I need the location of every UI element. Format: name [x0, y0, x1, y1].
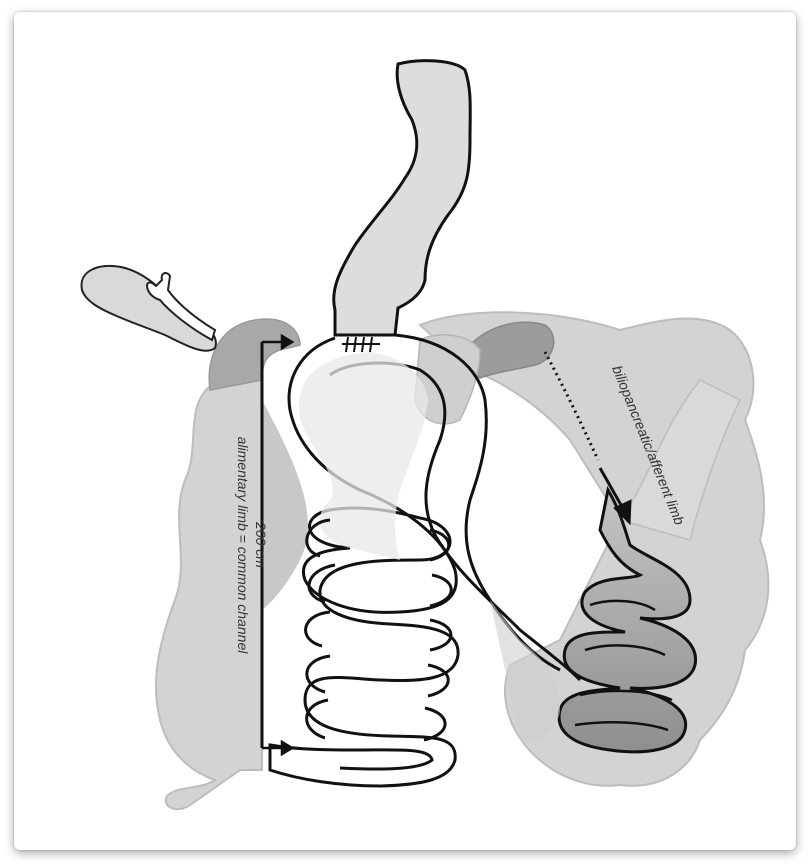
alimentary-limb-length-label: 200 cm	[253, 521, 269, 568]
esophagus-stomach-tube	[334, 61, 471, 335]
duodenum-lower	[262, 400, 308, 610]
duodenum	[209, 319, 300, 390]
alimentary-limb-label: alimentary limb = common channel	[235, 437, 251, 655]
gallbladder	[82, 266, 216, 351]
measurement-arrow-bottom	[262, 742, 292, 754]
staple-line	[342, 337, 380, 352]
alimentary-limb-fill	[299, 352, 428, 560]
